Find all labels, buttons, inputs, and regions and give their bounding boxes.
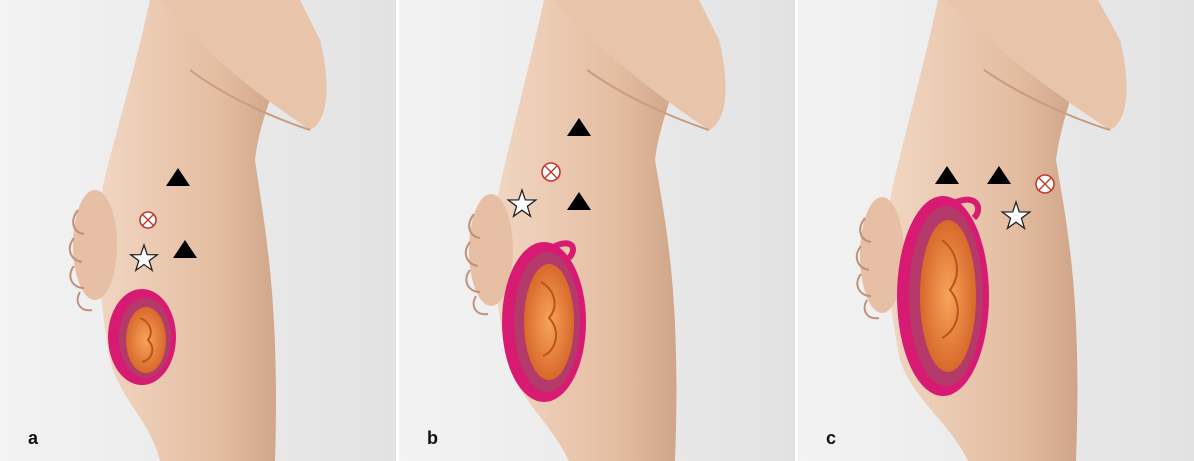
uterus-illustration <box>502 242 586 402</box>
panel-label: c <box>826 428 836 449</box>
uterus-illustration <box>108 289 176 385</box>
panel-label: b <box>427 428 438 449</box>
panel-c: c <box>798 0 1194 461</box>
panel-b: b <box>399 0 795 461</box>
uterus-illustration <box>897 196 989 396</box>
panel-a-illustration <box>0 0 396 461</box>
panel-label: a <box>28 428 38 449</box>
panel-a: a <box>0 0 396 461</box>
crossed-circle-icon <box>140 212 156 228</box>
panel-c-illustration <box>798 0 1194 461</box>
panel-b-illustration <box>399 0 795 461</box>
crossed-circle-icon <box>1036 175 1054 193</box>
crossed-circle-icon <box>542 163 560 181</box>
